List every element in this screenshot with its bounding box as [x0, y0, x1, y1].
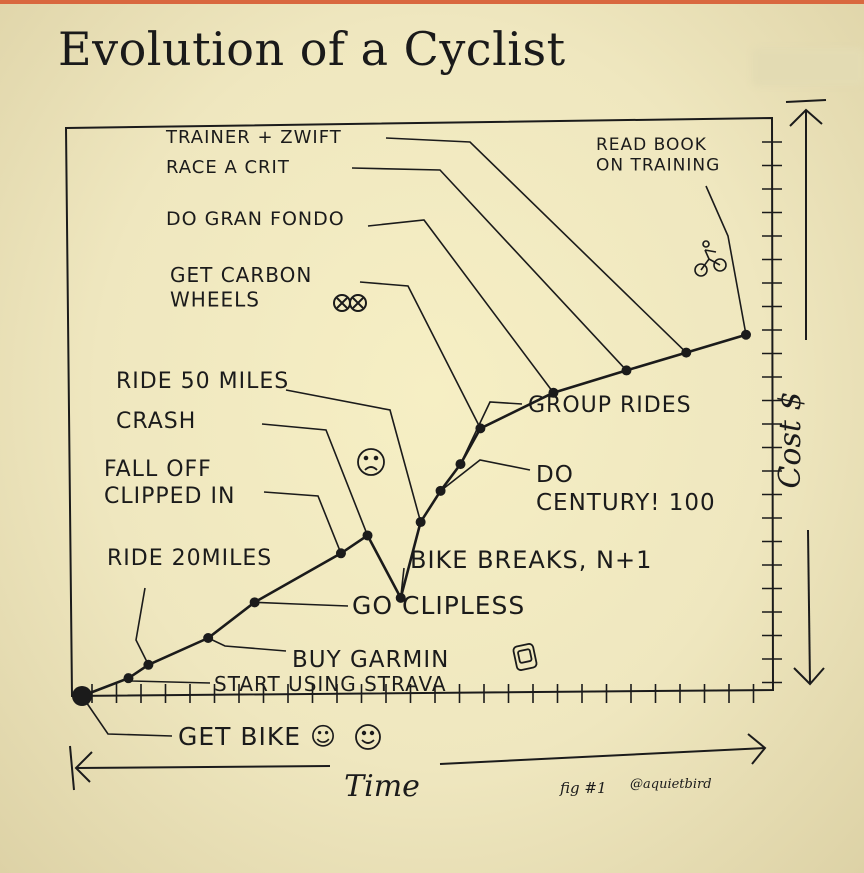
y-axis-arrow: [785, 99, 827, 686]
fig-label: fig #1: [559, 779, 607, 797]
plot-frame: [64, 116, 775, 698]
annotation-label: CRASH: [116, 409, 196, 434]
annotation-label: BUY GARMIN: [292, 647, 449, 673]
data-point: [415, 517, 426, 528]
data-point: [335, 548, 346, 559]
data-point: [741, 329, 751, 340]
annotation-leader: [254, 601, 349, 607]
annotation-leader: [81, 695, 173, 737]
data-point: [395, 592, 406, 603]
annotation-leader: [359, 281, 482, 429]
annotation-label: DO GRAN FONDO: [166, 208, 345, 230]
annotation-leader: [207, 637, 287, 652]
annotation-leader: [263, 491, 342, 554]
data-point: [455, 459, 466, 470]
title-smudge: [752, 48, 864, 86]
top-accent-bar: [0, 0, 864, 4]
annotation-leader: [127, 677, 211, 684]
series-line: [81, 333, 747, 698]
data-point: [681, 347, 692, 358]
annotation-label: RACE A CRIT: [166, 157, 290, 178]
data-point: [72, 686, 92, 706]
carbon-wheels-icon: [333, 294, 367, 312]
annotation-leader: [285, 389, 422, 523]
data-point: [475, 423, 486, 434]
data-point: [143, 659, 154, 670]
annotation-leader: [351, 167, 628, 371]
annotation-label: RIDE 20MILES: [107, 546, 272, 571]
annotation-leader: [135, 587, 150, 666]
data-point: [123, 673, 134, 684]
data-point: [362, 530, 373, 541]
data-point: [203, 633, 214, 644]
annotation-label: GET BIKE ☺: [178, 722, 337, 751]
frown-face-icon: [357, 448, 385, 476]
y-axis-label: Cost $: [773, 391, 808, 488]
annotation-leader: [440, 459, 531, 492]
credit-handle: @aquietbird: [630, 777, 712, 792]
data-points: [72, 329, 751, 706]
axis-ticks: [91, 141, 782, 703]
garmin-device-icon: [512, 643, 538, 671]
annotation-leader: [385, 137, 687, 354]
x-axis-arrow: [69, 733, 767, 791]
annotation-labels: GET BIKE ☺ START USING STRAVA RIDE 20MILES…: [104, 127, 720, 751]
annotation-label: BIKE BREAKS, N+1: [410, 546, 652, 574]
annotation-leader: [367, 219, 555, 394]
annotation-label: GO CLIPLESS: [352, 591, 525, 620]
annotation-leader: [705, 185, 747, 335]
annotation-leader: [261, 423, 369, 536]
annotation-label: TRAINER + ZWIFT: [165, 127, 342, 148]
annotation-label: GROUP RIDES: [528, 393, 692, 418]
data-point: [249, 597, 260, 608]
smiley-face-icon: [355, 724, 381, 750]
annotation-label: RIDE 50 MILES: [116, 369, 289, 394]
data-point: [435, 485, 446, 496]
leader-lines: [81, 137, 747, 737]
annotation-label: START USING STRAVA: [214, 672, 447, 696]
chart-title: Evolution of a Cyclist: [58, 22, 566, 76]
annotation-leader: [459, 401, 523, 465]
cyclist-icon: [694, 240, 727, 277]
data-point: [621, 365, 632, 376]
data-point: [548, 387, 559, 398]
x-axis-label: Time: [344, 769, 420, 804]
